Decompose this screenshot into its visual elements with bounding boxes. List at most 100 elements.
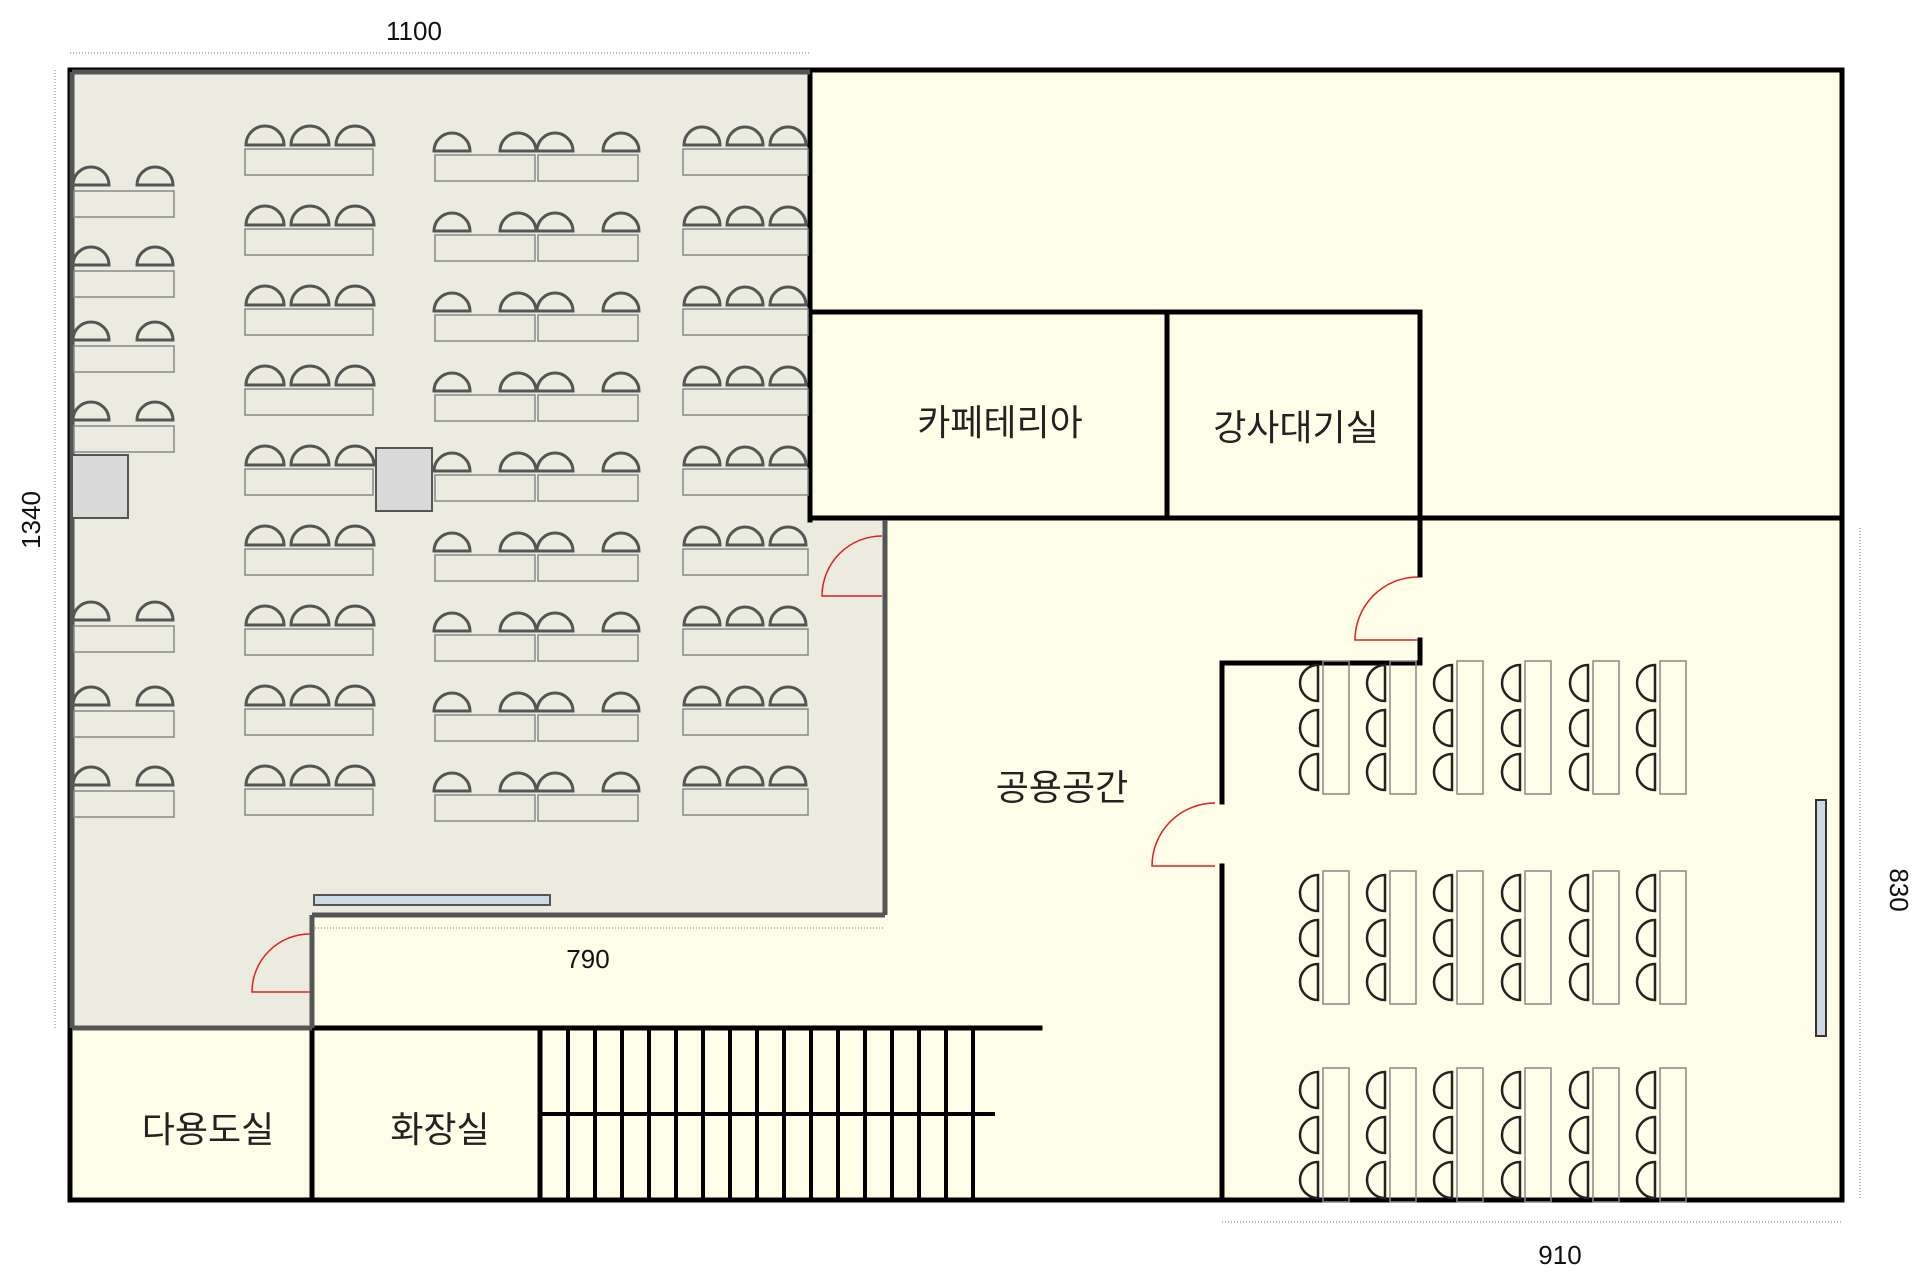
- desk: [682, 388, 809, 416]
- desk: [1389, 870, 1417, 1005]
- chair: [768, 685, 808, 707]
- chair: [535, 131, 575, 153]
- chair: [289, 204, 331, 227]
- desk: [1456, 660, 1484, 795]
- chair: [1365, 1115, 1387, 1155]
- chair: [1500, 663, 1522, 703]
- chair: [1568, 1160, 1590, 1200]
- dim-right-height: 830: [1884, 868, 1914, 911]
- chair: [725, 365, 765, 387]
- chair: [1298, 708, 1320, 748]
- chair: [135, 320, 175, 342]
- chair: [1635, 752, 1657, 792]
- chair: [1635, 663, 1657, 703]
- room-label-instructor-lounge: 강사대기실: [1213, 408, 1379, 449]
- chair: [682, 125, 722, 147]
- desk: [1389, 660, 1417, 795]
- chair: [498, 131, 538, 153]
- chair: [244, 764, 286, 787]
- chair: [1500, 708, 1522, 748]
- room-label-multipurpose: 다용도실: [142, 1110, 274, 1151]
- room-label-cafeteria: 카페테리아: [917, 403, 1083, 444]
- chair: [768, 125, 808, 147]
- chair: [498, 611, 538, 633]
- chair: [535, 691, 575, 713]
- chair: [1432, 1160, 1454, 1200]
- chair: [244, 684, 286, 707]
- desk: [1592, 870, 1620, 1005]
- chair: [1568, 918, 1590, 958]
- chair: [768, 285, 808, 307]
- hall-walls: [69, 69, 888, 1031]
- pillar: [71, 454, 129, 519]
- chair: [601, 211, 641, 233]
- chair: [535, 451, 575, 473]
- chair: [1500, 752, 1522, 792]
- chair: [334, 364, 376, 387]
- door-lounge: [1354, 576, 1419, 641]
- chair: [432, 211, 472, 233]
- desk: [1659, 660, 1687, 795]
- chair: [682, 605, 722, 627]
- chair: [1432, 663, 1454, 703]
- chair: [725, 765, 765, 787]
- chair: [71, 765, 111, 787]
- chair: [1568, 708, 1590, 748]
- chair: [432, 371, 472, 393]
- chair: [71, 600, 111, 622]
- chair: [289, 444, 331, 467]
- desk: [73, 190, 175, 218]
- chair: [535, 211, 575, 233]
- chair: [432, 771, 472, 793]
- dim-mid-width: 790: [566, 944, 609, 974]
- desk: [537, 314, 639, 342]
- desk: [73, 625, 175, 653]
- desk: [244, 788, 374, 816]
- chair: [601, 371, 641, 393]
- chair: [334, 284, 376, 307]
- doors: [251, 535, 1419, 993]
- chair: [1365, 708, 1387, 748]
- chair: [135, 245, 175, 267]
- chair: [682, 285, 722, 307]
- chair: [334, 444, 376, 467]
- desk: [1524, 1067, 1552, 1203]
- chair: [1298, 918, 1320, 958]
- chair: [535, 611, 575, 633]
- chair: [498, 291, 538, 313]
- chair: [498, 771, 538, 793]
- chair: [601, 131, 641, 153]
- dim-top-width: 1100: [386, 16, 442, 46]
- chair: [432, 611, 472, 633]
- chair: [135, 400, 175, 422]
- chair: [682, 525, 722, 547]
- chair: [334, 764, 376, 787]
- chair: [432, 291, 472, 313]
- chair: [1365, 752, 1387, 792]
- chair: [1365, 1070, 1387, 1110]
- chair: [135, 600, 175, 622]
- chair: [1432, 752, 1454, 792]
- chair: [71, 165, 111, 187]
- chair: [1365, 1160, 1387, 1200]
- room-label-common-space: 공용공간: [996, 768, 1128, 809]
- chair: [1432, 1070, 1454, 1110]
- desk: [1592, 1067, 1620, 1203]
- chair: [768, 525, 808, 547]
- chair: [601, 771, 641, 793]
- desk: [1659, 1067, 1687, 1203]
- chair: [601, 611, 641, 633]
- desk: [434, 474, 536, 502]
- desk: [244, 228, 374, 256]
- pillar: [375, 447, 433, 512]
- chair: [1568, 962, 1590, 1002]
- desk: [73, 425, 175, 453]
- desk: [537, 154, 639, 182]
- desk: [682, 708, 809, 736]
- chair: [682, 445, 722, 467]
- desk: [682, 548, 809, 576]
- chair: [768, 205, 808, 227]
- desk: [73, 345, 175, 373]
- desk: [434, 394, 536, 422]
- desk: [244, 548, 374, 576]
